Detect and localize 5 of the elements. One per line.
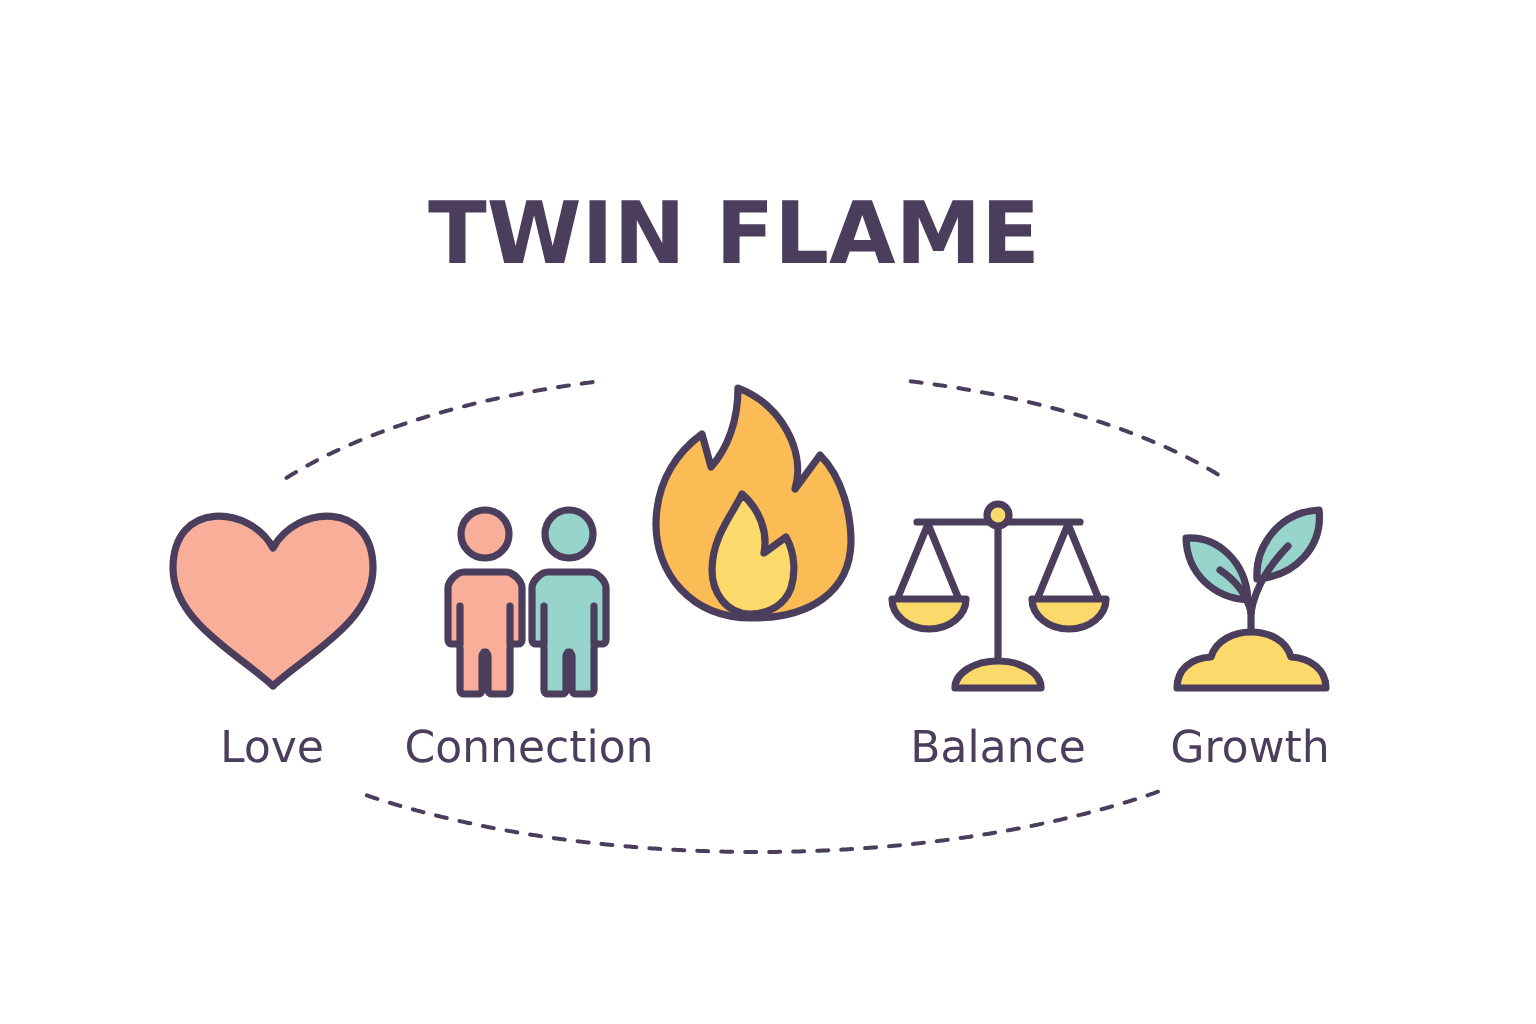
icon-label: Balance xyxy=(914,728,1084,763)
title: TWIN FLAME xyxy=(428,200,1034,263)
icon-label: Connection xyxy=(407,728,650,763)
icon-label: Growth xyxy=(1172,728,1326,763)
icon-label: Love xyxy=(224,729,322,763)
